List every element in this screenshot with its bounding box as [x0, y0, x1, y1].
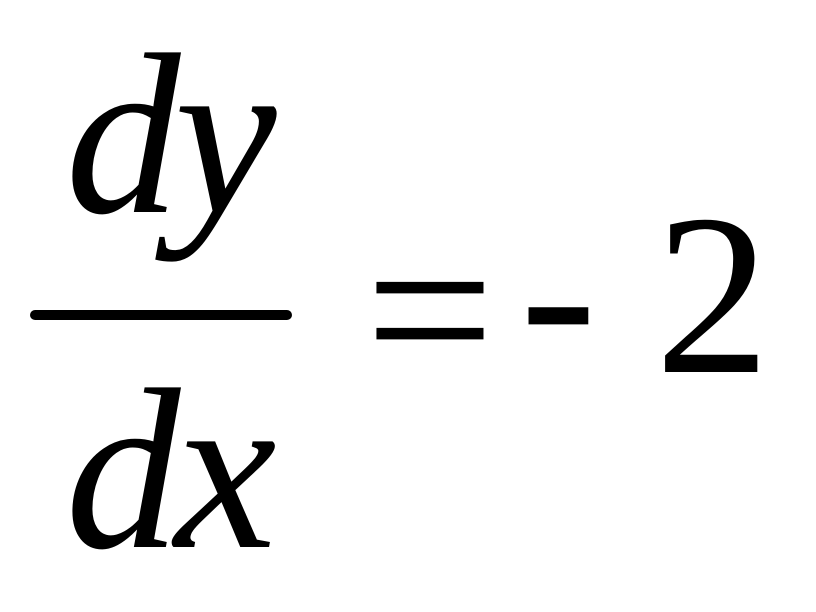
fraction-denominator: dx	[65, 342, 276, 597]
constant-value: 2	[655, 167, 770, 422]
fraction-bar	[30, 310, 292, 320]
minus-sign: -	[520, 165, 597, 420]
fraction-numerator: dy	[65, 7, 276, 262]
equals-sign: =	[365, 182, 495, 437]
